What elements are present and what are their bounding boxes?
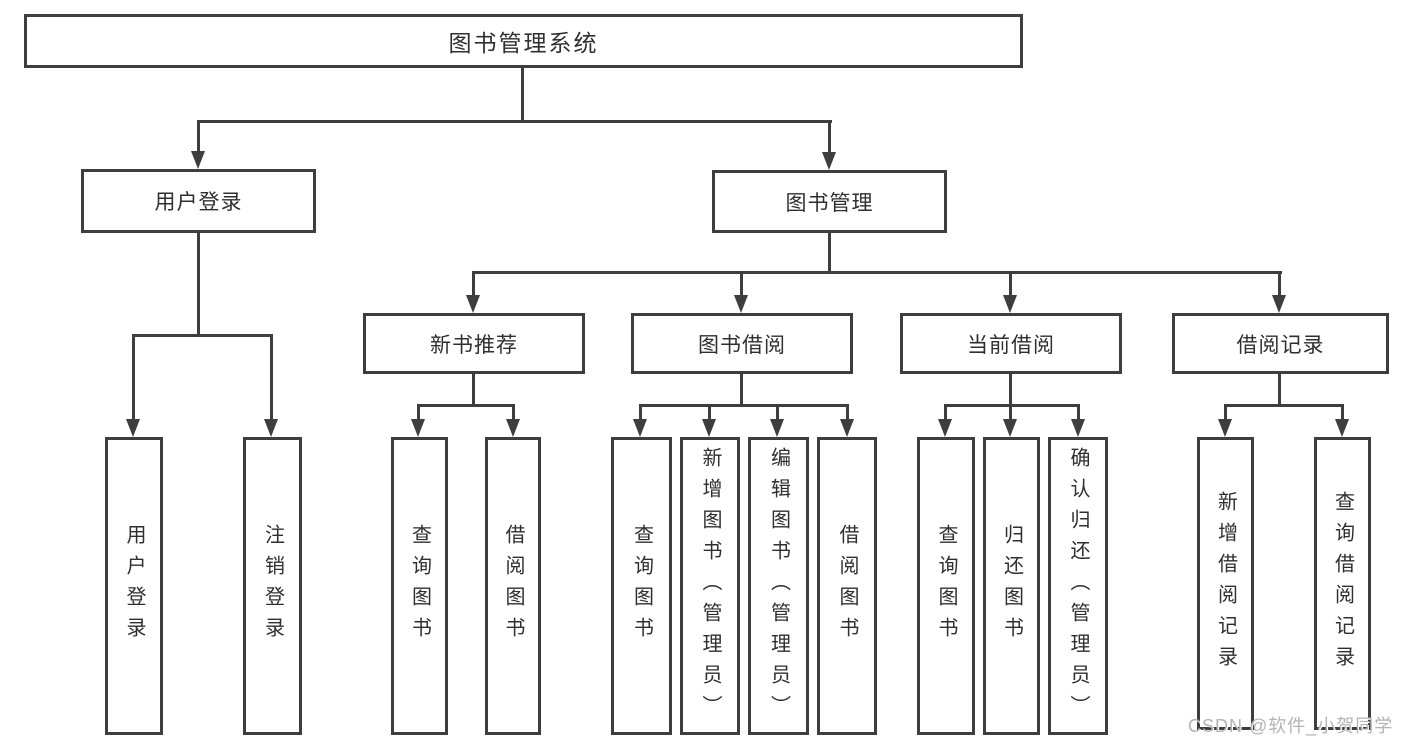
node-user-login: 用户登录 bbox=[81, 169, 316, 233]
connector-bookborrow-hline bbox=[639, 404, 849, 407]
arrow-down-icon bbox=[938, 419, 952, 437]
connector-userlogin-hline bbox=[132, 334, 273, 337]
node-label: 用户登录 bbox=[123, 524, 145, 648]
connector-arrow-shaft bbox=[197, 120, 200, 153]
csdn-watermark: CSDN @软件_小贺同学 bbox=[1188, 716, 1394, 736]
arrow-down-icon bbox=[702, 419, 716, 437]
connector-arrow-shaft bbox=[472, 271, 475, 297]
connector-arrow-shaft bbox=[417, 404, 420, 421]
arrow-down-icon bbox=[264, 419, 278, 437]
node-label: 查询借阅记录 bbox=[1331, 490, 1354, 677]
leaf-cb-query-books: 查询图书 bbox=[917, 437, 975, 735]
connector-newbookrec-stem bbox=[472, 374, 475, 406]
leaf-bb-add-books-admin: 新增图书（管理员） bbox=[680, 437, 740, 735]
leaf-nbr-query-books: 查询图书 bbox=[391, 437, 448, 735]
leaf-nbr-borrow-books: 借阅图书 bbox=[485, 437, 541, 735]
node-label: 借阅记录 bbox=[1236, 333, 1325, 357]
leaf-logout: 注销登录 bbox=[243, 437, 302, 735]
connector-arrow-shaft bbox=[1009, 404, 1012, 421]
arrow-down-icon bbox=[822, 152, 836, 170]
connector-arrow-shaft bbox=[512, 404, 515, 421]
leaf-bb-query-books: 查询图书 bbox=[611, 437, 672, 735]
leaf-bb-edit-books-admin: 编辑图书（管理员） bbox=[748, 437, 809, 735]
connector-arrow-shaft bbox=[132, 334, 135, 421]
node-label: 借阅图书 bbox=[502, 524, 524, 648]
arrow-down-icon bbox=[466, 295, 480, 313]
connector-arrow-shaft bbox=[776, 404, 779, 421]
leaf-user-login: 用户登录 bbox=[105, 437, 163, 735]
connector-currentborrow-hline bbox=[944, 404, 1080, 407]
node-label: 查询图书 bbox=[408, 524, 431, 648]
connector-bookmgmt-stem bbox=[828, 233, 831, 274]
node-new-book-recommend: 新书推荐 bbox=[363, 313, 585, 374]
node-label: 新增借阅记录 bbox=[1214, 490, 1237, 677]
node-borrow-records: 借阅记录 bbox=[1172, 313, 1389, 374]
node-label: 编辑图书（管理员） bbox=[767, 446, 790, 726]
leaf-br-query-record: 查询借阅记录 bbox=[1314, 437, 1371, 730]
arrow-down-icon bbox=[840, 419, 854, 437]
node-label: 注销登录 bbox=[261, 524, 284, 648]
arrow-down-icon bbox=[1335, 419, 1349, 437]
arrow-down-icon bbox=[411, 419, 425, 437]
arrow-down-icon bbox=[506, 419, 520, 437]
connector-arrow-shaft bbox=[270, 334, 273, 421]
node-library-system: 图书管理系统 bbox=[24, 14, 1023, 68]
connector-arrow-shaft bbox=[1224, 404, 1227, 421]
connector-bookborrow-stem bbox=[740, 374, 743, 406]
connector-arrow-shaft bbox=[1077, 404, 1080, 421]
node-label: 图书管理系统 bbox=[448, 30, 599, 56]
arrow-down-icon bbox=[1272, 295, 1286, 313]
connector-arrow-shaft bbox=[708, 404, 711, 421]
connector-root-stem bbox=[521, 68, 524, 121]
connector-arrow-shaft bbox=[846, 404, 849, 421]
connector-currentborrow-stem bbox=[1009, 374, 1012, 406]
connector-userlogin-stem bbox=[197, 233, 200, 336]
connector-borrowrecords-hline bbox=[1224, 404, 1344, 407]
connector-borrowrecords-stem bbox=[1278, 374, 1281, 406]
node-label: 确认归还（管理员） bbox=[1067, 446, 1089, 726]
arrow-down-icon bbox=[1218, 419, 1232, 437]
node-label: 查询图书 bbox=[935, 524, 957, 648]
node-label: 借阅图书 bbox=[836, 524, 858, 648]
connector-arrow-shaft bbox=[740, 271, 743, 297]
node-label: 新书推荐 bbox=[430, 333, 518, 357]
connector-arrow-shaft bbox=[639, 404, 642, 421]
node-current-borrow: 当前借阅 bbox=[900, 313, 1122, 374]
connector-arrow-shaft bbox=[944, 404, 947, 421]
arrow-down-icon bbox=[1003, 419, 1017, 437]
arrow-down-icon bbox=[633, 419, 647, 437]
node-label: 图书借阅 bbox=[698, 333, 786, 357]
connector-arrow-shaft bbox=[828, 120, 831, 154]
node-label: 当前借阅 bbox=[967, 333, 1055, 357]
arrow-down-icon bbox=[1003, 295, 1017, 313]
connector-newbookrec-hline bbox=[417, 404, 515, 407]
leaf-cb-return-books: 归还图书 bbox=[983, 437, 1040, 735]
node-book-borrow: 图书借阅 bbox=[631, 313, 853, 374]
leaf-cb-confirm-return-admin: 确认归还（管理员） bbox=[1048, 437, 1108, 735]
arrow-down-icon bbox=[734, 295, 748, 313]
arrow-down-icon bbox=[191, 151, 205, 169]
connector-level3-hline bbox=[472, 271, 1282, 274]
leaf-br-add-record: 新增借阅记录 bbox=[1197, 437, 1254, 730]
node-label: 新增图书（管理员） bbox=[699, 446, 721, 726]
connector-level2-hline bbox=[197, 120, 832, 123]
arrow-down-icon bbox=[770, 419, 784, 437]
arrow-down-icon bbox=[1071, 419, 1085, 437]
connector-arrow-shaft bbox=[1278, 271, 1281, 297]
node-label: 图书管理 bbox=[785, 191, 874, 215]
connector-arrow-shaft bbox=[1341, 404, 1344, 421]
node-label: 用户登录 bbox=[154, 191, 243, 214]
node-label: 查询图书 bbox=[630, 524, 653, 648]
node-label: 归还图书 bbox=[1000, 524, 1023, 648]
connector-arrow-shaft bbox=[1009, 271, 1012, 297]
leaf-bb-borrow-books: 借阅图书 bbox=[817, 437, 877, 735]
arrow-down-icon bbox=[126, 419, 140, 437]
node-book-management: 图书管理 bbox=[712, 170, 947, 233]
